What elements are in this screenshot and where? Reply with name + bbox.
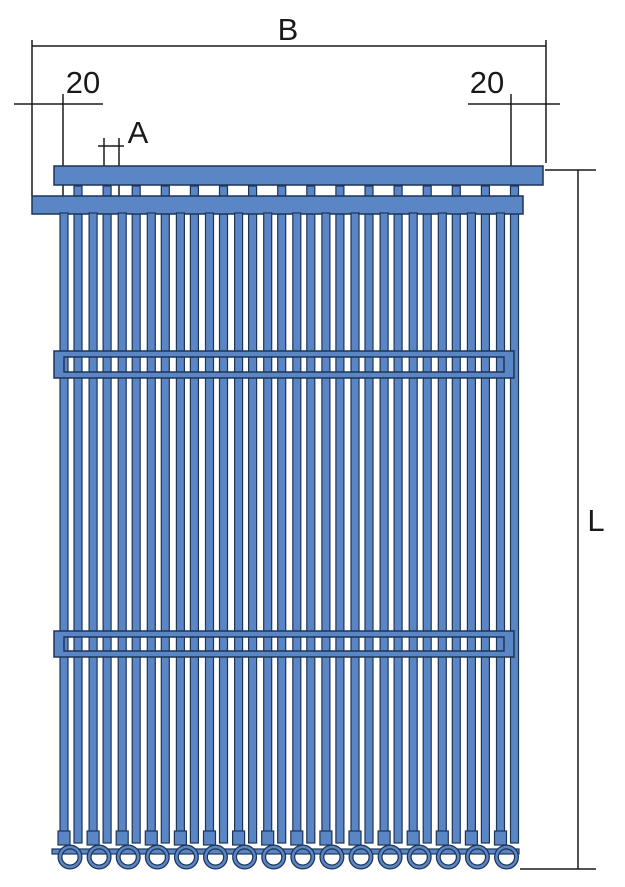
tube-collar xyxy=(202,830,217,846)
back-header xyxy=(53,165,544,186)
tube-collar xyxy=(493,830,508,846)
label-a: A xyxy=(128,115,149,150)
front-tube xyxy=(263,212,273,844)
tube-collar xyxy=(406,830,420,846)
tube-collar xyxy=(261,830,275,846)
label-b: B xyxy=(278,12,299,47)
back-tube xyxy=(160,185,170,844)
dimension-lines xyxy=(14,40,596,870)
back-tube xyxy=(218,185,229,844)
tube-collar xyxy=(435,830,449,846)
u-bend xyxy=(175,845,198,869)
tube-collar xyxy=(144,830,158,846)
u-bend xyxy=(87,845,111,869)
back-tube xyxy=(73,185,83,844)
back-tube xyxy=(189,185,199,844)
u-bend xyxy=(378,845,402,869)
u-bend xyxy=(495,845,518,869)
front-tube xyxy=(204,212,215,844)
back-tube xyxy=(306,185,316,844)
u-bend xyxy=(146,845,169,869)
front-tube xyxy=(117,212,127,844)
tube-collar xyxy=(57,830,71,846)
tube-collar xyxy=(232,830,246,846)
back-tube xyxy=(480,185,490,844)
u-bend xyxy=(291,845,315,869)
u-bend xyxy=(466,845,489,869)
u-bend xyxy=(233,845,256,869)
front-tube xyxy=(437,212,447,844)
u-bend xyxy=(58,845,82,869)
back-tube xyxy=(277,185,287,844)
tube-collar xyxy=(319,830,333,846)
u-bend xyxy=(349,845,373,869)
back-tube xyxy=(451,185,461,844)
tube-collar xyxy=(290,830,304,846)
tube-collar xyxy=(464,830,478,846)
u-bend xyxy=(437,845,460,869)
front-tube xyxy=(350,212,360,844)
back-tube xyxy=(422,185,432,844)
front-tube xyxy=(146,212,156,844)
u-bend xyxy=(204,845,227,869)
u-bend xyxy=(116,845,140,869)
tube-collar xyxy=(173,830,187,846)
back-tube xyxy=(364,185,374,844)
support-frame xyxy=(53,350,515,379)
u-bend xyxy=(320,845,344,869)
front-tube xyxy=(379,212,389,844)
front-tube xyxy=(321,212,331,844)
back-tube xyxy=(393,185,403,844)
tube-collar xyxy=(377,830,391,846)
back-tube xyxy=(102,185,112,844)
back-tube xyxy=(509,185,520,844)
label-l: L xyxy=(587,503,604,538)
front-tube xyxy=(234,212,244,844)
tube-collar xyxy=(115,830,129,846)
front-tube xyxy=(175,212,185,844)
tube-collar xyxy=(348,830,362,846)
front-tube xyxy=(495,212,506,844)
front-tube xyxy=(292,212,302,844)
u-bend xyxy=(262,845,285,869)
label-margin-left: 20 xyxy=(66,65,100,100)
front-tube xyxy=(466,212,476,844)
front-tube xyxy=(59,212,69,844)
back-tube xyxy=(335,185,345,844)
back-tube xyxy=(131,185,141,844)
u-bend xyxy=(407,845,431,869)
back-tube xyxy=(248,185,258,844)
support-frame xyxy=(53,630,515,658)
front-tube xyxy=(88,212,98,844)
label-margin-right: 20 xyxy=(470,65,504,100)
tube-collar xyxy=(86,830,100,846)
front-header xyxy=(31,195,524,215)
tube-bundle xyxy=(31,165,544,870)
front-tube xyxy=(408,212,418,844)
